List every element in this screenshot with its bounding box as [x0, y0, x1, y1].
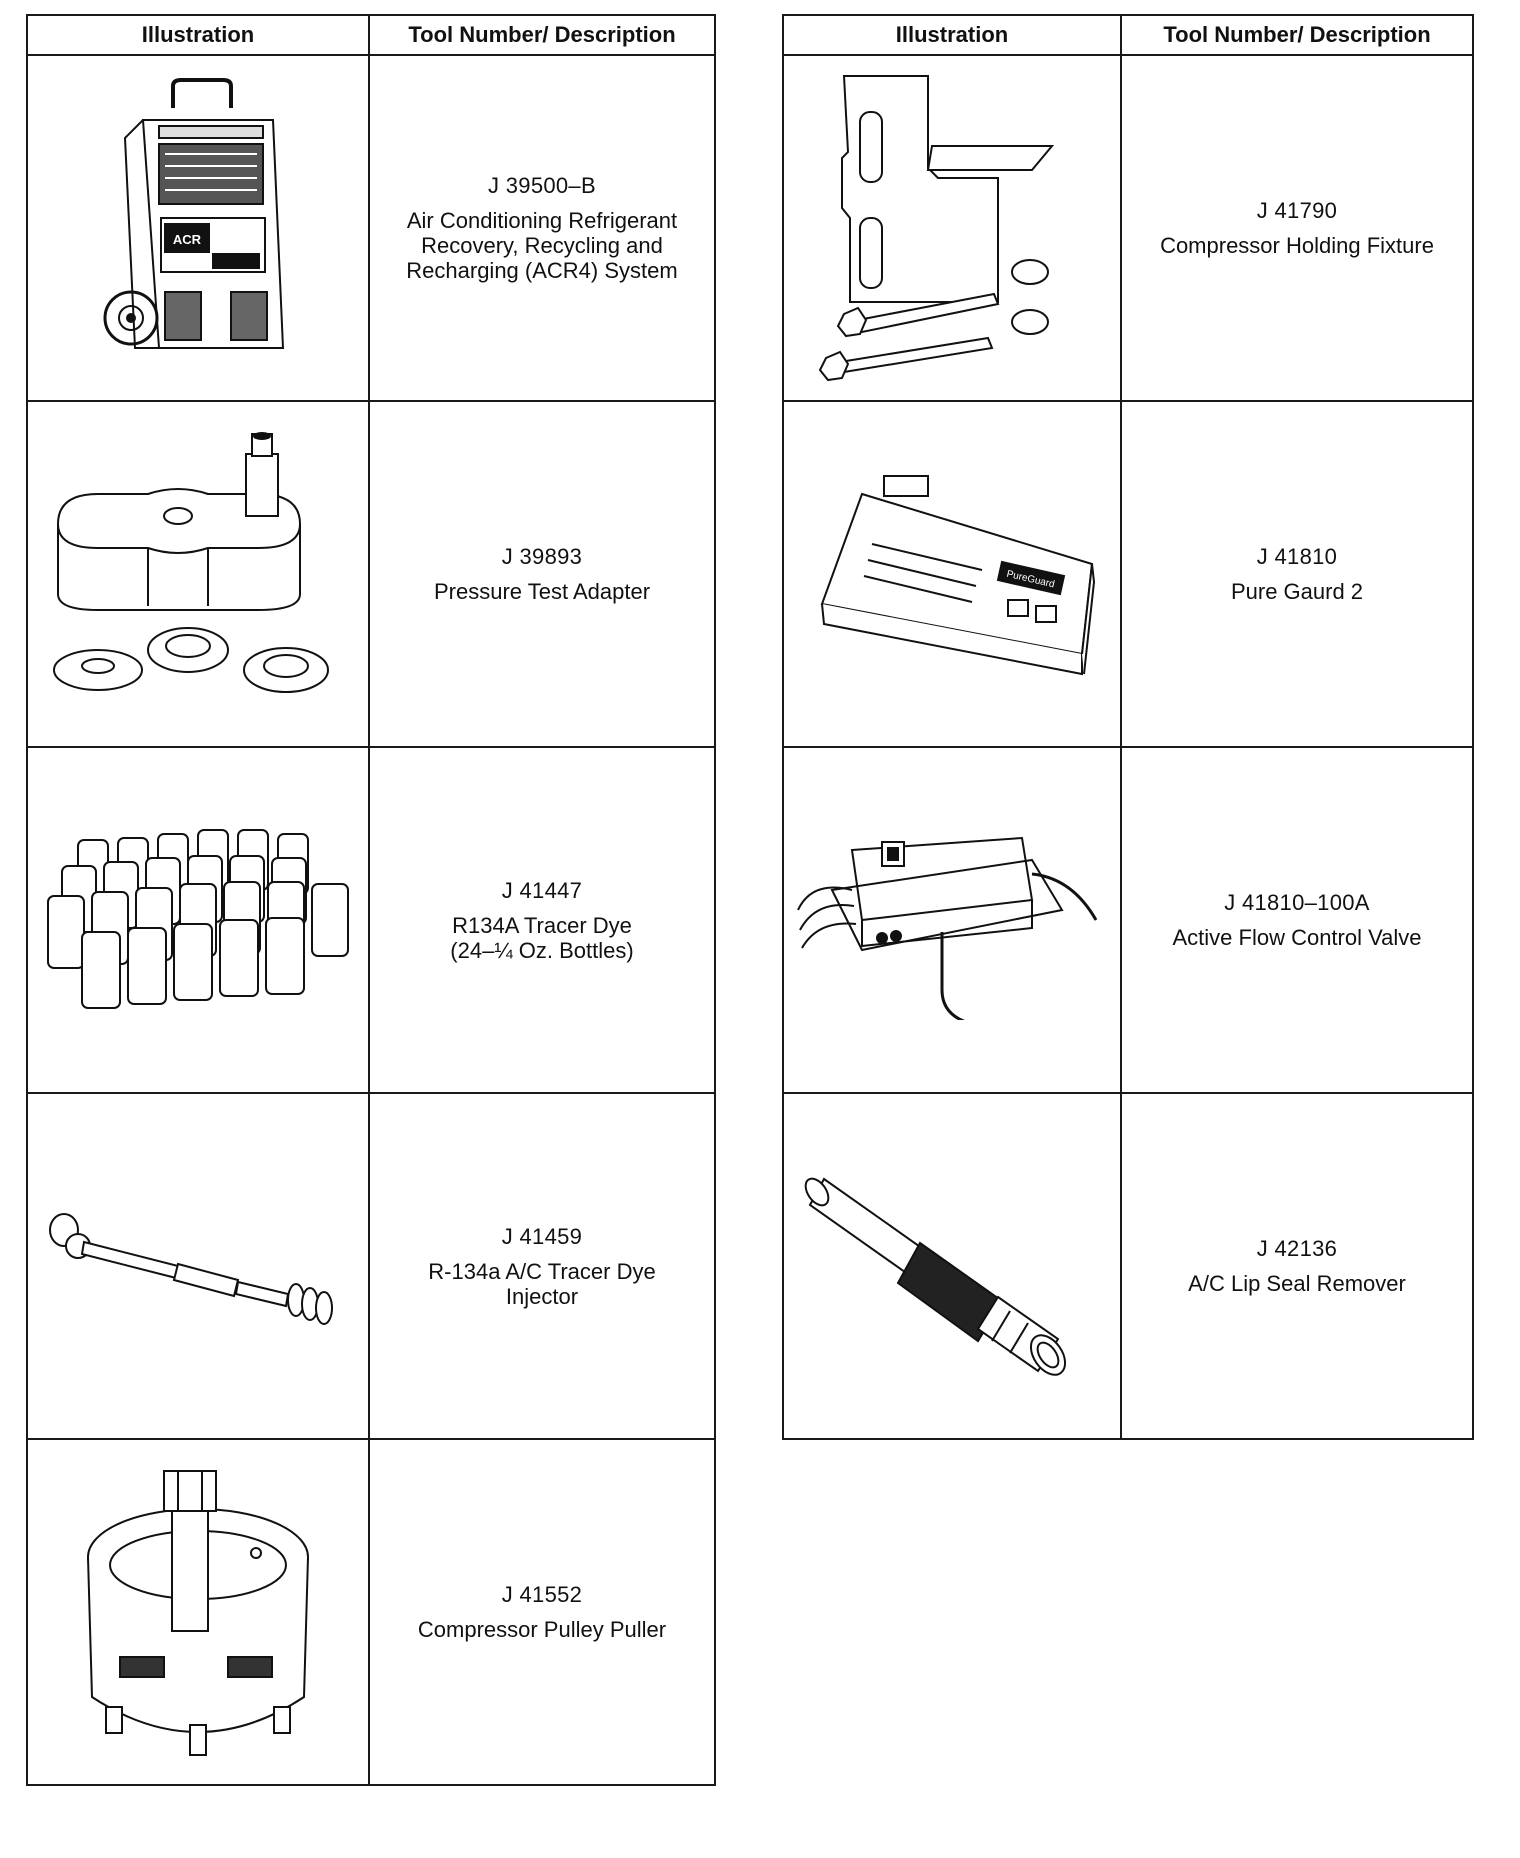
tool-description-cell: J 39500–B Air Conditioning Refrigerant R…: [368, 54, 716, 402]
illustration-cell: ACR: [26, 54, 370, 402]
tool-description: R134A Tracer Dye (24–¼ Oz. Bottles): [450, 912, 634, 963]
active-flow-control-valve-illustration: [792, 820, 1112, 1020]
tool-description: Active Flow Control Valve: [1172, 925, 1422, 950]
tool-description-cell: J 41447 R134A Tracer Dye (24–¼ Oz. Bottl…: [368, 746, 716, 1094]
pure-guard-illustration: PureGuard: [802, 454, 1102, 694]
illustration-cell: [782, 746, 1122, 1094]
tool-description: A/C Lip Seal Remover: [1188, 1271, 1406, 1296]
table-row: J 41459 R-134a A/C Tracer Dye Injector: [26, 1092, 716, 1440]
tool-description: Compressor Holding Fixture: [1160, 233, 1434, 258]
tool-table-right: Illustration Tool Number/ Description J …: [782, 14, 1474, 1440]
table-row: J 41790 Compressor Holding Fixture: [782, 54, 1474, 402]
tool-description-cell: J 41459 R-134a A/C Tracer Dye Injector: [368, 1092, 716, 1440]
tool-table-left: Illustration Tool Number/ Description AC…: [26, 14, 716, 1786]
illustration-cell: [26, 746, 370, 1094]
tracer-dye-bottles-illustration: [38, 820, 358, 1020]
table-row: J 42136 A/C Lip Seal Remover: [782, 1092, 1474, 1440]
tool-description-cell: J 42136 A/C Lip Seal Remover: [1120, 1092, 1474, 1440]
lip-seal-remover-illustration: [802, 1151, 1102, 1381]
illustration-cell: PureGuard: [782, 400, 1122, 748]
table-row: J 41810–100A Active Flow Control Valve: [782, 746, 1474, 1094]
table-row: J 41447 R134A Tracer Dye (24–¼ Oz. Bottl…: [26, 746, 716, 1094]
tool-description: Pure Gaurd 2: [1230, 579, 1364, 604]
table-row: J 41552 Compressor Pulley Puller: [26, 1438, 716, 1786]
tool-description-cell: J 39893 Pressure Test Adapter: [368, 400, 716, 748]
header-row: Illustration Tool Number/ Description: [26, 14, 716, 56]
pressure-test-adapter-illustration: [38, 424, 358, 724]
tool-description-cell: J 41790 Compressor Holding Fixture: [1120, 54, 1474, 402]
tool-number: J 41552: [501, 1582, 583, 1607]
tool-number-header: Tool Number/ Description: [1120, 14, 1474, 56]
tool-number: J 41447: [501, 877, 583, 903]
illustration-cell: [26, 400, 370, 748]
tracer-dye-injector-illustration: [38, 1196, 358, 1336]
tool-description-cell: J 41810 Pure Gaurd 2: [1120, 400, 1474, 748]
tool-number: J 39500–B: [488, 173, 596, 198]
tool-description: Air Conditioning Refrigerant Recovery, R…: [406, 208, 678, 283]
tool-number: J 41459: [501, 1223, 583, 1249]
acr-logo-text: ACR: [173, 232, 202, 247]
illustration-cell: [26, 1092, 370, 1440]
illustration-cell: [782, 1092, 1122, 1440]
table-row: PureGuard J 41810 Pure Gaurd 2: [782, 400, 1474, 748]
tool-description-cell: J 41810–100A Active Flow Control Valve: [1120, 746, 1474, 1094]
tool-number: J 41810: [1256, 544, 1338, 569]
compressor-holding-fixture-illustration: [802, 68, 1102, 388]
tool-description: Compressor Pulley Puller: [417, 1617, 667, 1642]
compressor-pulley-puller-illustration: [68, 1457, 328, 1767]
tool-description: R-134a A/C Tracer Dye Injector: [428, 1258, 656, 1309]
tool-number-header: Tool Number/ Description: [368, 14, 716, 56]
table-row: J 39893 Pressure Test Adapter: [26, 400, 716, 748]
tool-number: J 39893: [501, 544, 583, 569]
illustration-cell: [26, 1438, 370, 1786]
illustration-header: Illustration: [26, 14, 370, 56]
tool-number: J 42136: [1256, 1236, 1338, 1261]
tool-number: J 41810–100A: [1224, 890, 1370, 915]
illustration-cell: [782, 54, 1122, 402]
tool-description-cell: J 41552 Compressor Pulley Puller: [368, 1438, 716, 1786]
table-row: ACR J 39500–B Air Conditioning Refrigera…: [26, 54, 716, 402]
tool-description: Pressure Test Adapter: [433, 579, 651, 604]
header-row: Illustration Tool Number/ Description: [782, 14, 1474, 56]
tool-number: J 41790: [1256, 198, 1338, 223]
illustration-header: Illustration: [782, 14, 1122, 56]
acr4-machine-illustration: ACR: [73, 78, 323, 378]
